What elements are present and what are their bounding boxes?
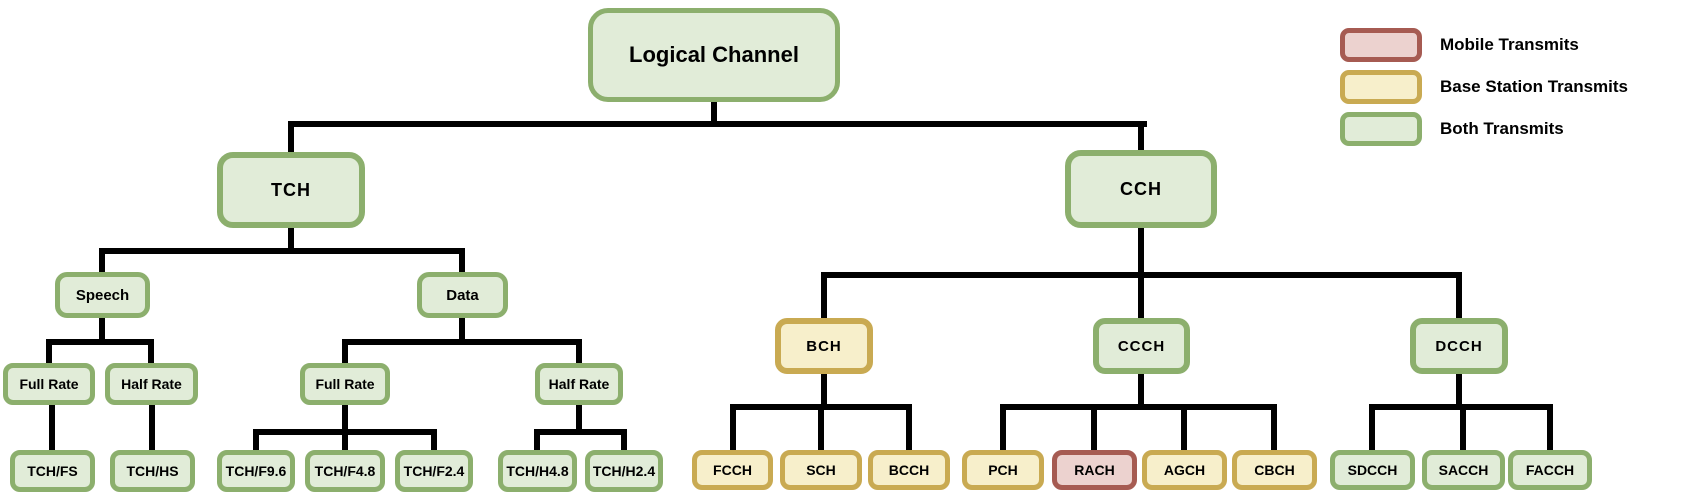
node-tch-f9-6: TCH/F9.6 (217, 450, 295, 492)
edge-cbch-stub (1271, 404, 1277, 450)
node-tch-f4-8: TCH/F4.8 (305, 450, 385, 492)
edge-dcch-stub (1456, 272, 1462, 318)
node-tch-h2-4: TCH/H2.4 (585, 450, 663, 492)
edge-tchhs-line (149, 405, 155, 450)
node-tch-fs: TCH/FS (10, 450, 95, 492)
node-ccch: CCCH (1093, 318, 1190, 374)
edge-bch-down (821, 374, 827, 410)
edge-data-bar (342, 339, 582, 345)
node-facch: FACCH (1508, 450, 1592, 490)
edge-h24-stub (621, 429, 627, 450)
legend-swatch-both (1340, 112, 1422, 146)
node-tch-f2-4: TCH/F2.4 (395, 450, 473, 492)
edge-tchfs-line (49, 405, 55, 450)
edge-ccch-bar (1000, 404, 1277, 410)
node-dcch: DCCH (1410, 318, 1508, 374)
edge-cch-down (1138, 228, 1144, 278)
legend-label-base: Base Station Transmits (1440, 77, 1629, 96)
edge-hrdata-down (576, 405, 582, 435)
edge-bcch-stub (906, 404, 912, 450)
edge-f24-stub (431, 429, 437, 450)
node-pch: PCH (962, 450, 1044, 490)
edge-sdcch-stub (1369, 404, 1375, 450)
edge-f48-stub (342, 429, 348, 450)
node-data: Data (417, 272, 508, 318)
node-cch: CCH (1065, 150, 1217, 228)
edge-tch-stub (288, 121, 294, 152)
edge-tch-bar (99, 248, 465, 254)
legend-label-both: Both Transmits (1440, 119, 1564, 138)
edge-hrdata-stub (576, 339, 582, 364)
legend-swatch-base (1340, 70, 1422, 104)
node-half-rate-data: Half Rate (535, 363, 623, 405)
node-rach: RACH (1052, 450, 1137, 490)
edge-tch-down (288, 228, 294, 254)
edge-bch-stub (821, 272, 827, 318)
edge-pch-stub (1000, 404, 1006, 450)
edge-sch-stub (818, 404, 824, 450)
node-tch: TCH (217, 152, 365, 228)
node-fcch: FCCH (692, 450, 773, 490)
edge-frdata-stub (342, 339, 348, 364)
edge-facch-stub (1547, 404, 1553, 450)
edge-hrspeech-stub (148, 339, 154, 364)
node-logical-channel: Logical Channel (588, 8, 840, 102)
edge-frdata-down (342, 405, 348, 435)
node-tch-h4-8: TCH/H4.8 (498, 450, 577, 492)
node-sdcch: SDCCH (1330, 450, 1415, 490)
node-sacch: SACCH (1422, 450, 1505, 490)
node-tch-hs: TCH/HS (110, 450, 195, 492)
node-agch: AGCH (1142, 450, 1227, 490)
edge-data-stub (459, 248, 465, 273)
node-cbch: CBCH (1232, 450, 1317, 490)
edge-speech-stub (99, 248, 105, 273)
edge-speech-down (99, 318, 105, 345)
edge-hrdata-bar (534, 429, 627, 435)
edge-data-down (459, 318, 465, 345)
legend-label-mobile: Mobile Transmits (1440, 35, 1579, 54)
node-bch: BCH (775, 318, 873, 374)
legend-swatch-mobile (1340, 28, 1422, 62)
node-sch: SCH (780, 450, 862, 490)
edge-root-bar (288, 121, 1147, 127)
edge-root-stub (711, 100, 717, 127)
edge-frspeech-stub (46, 339, 52, 364)
edge-f96-stub (253, 429, 259, 450)
edge-fcch-stub (730, 404, 736, 450)
edge-dcch-down (1456, 374, 1462, 410)
edge-cch-stub (1138, 121, 1144, 150)
edge-sacch-stub (1460, 404, 1466, 450)
node-full-rate-data: Full Rate (300, 363, 390, 405)
edge-speech-bar (46, 339, 154, 345)
node-full-rate-speech: Full Rate (3, 363, 95, 405)
node-half-rate-speech: Half Rate (105, 363, 198, 405)
node-speech: Speech (55, 272, 150, 318)
edge-rach-stub (1091, 404, 1097, 450)
edge-ccch-stub (1138, 272, 1144, 318)
node-bcch: BCCH (868, 450, 950, 490)
edge-h48-stub (534, 429, 540, 450)
edge-agch-stub (1181, 404, 1187, 450)
edge-ccch-down (1138, 374, 1144, 410)
